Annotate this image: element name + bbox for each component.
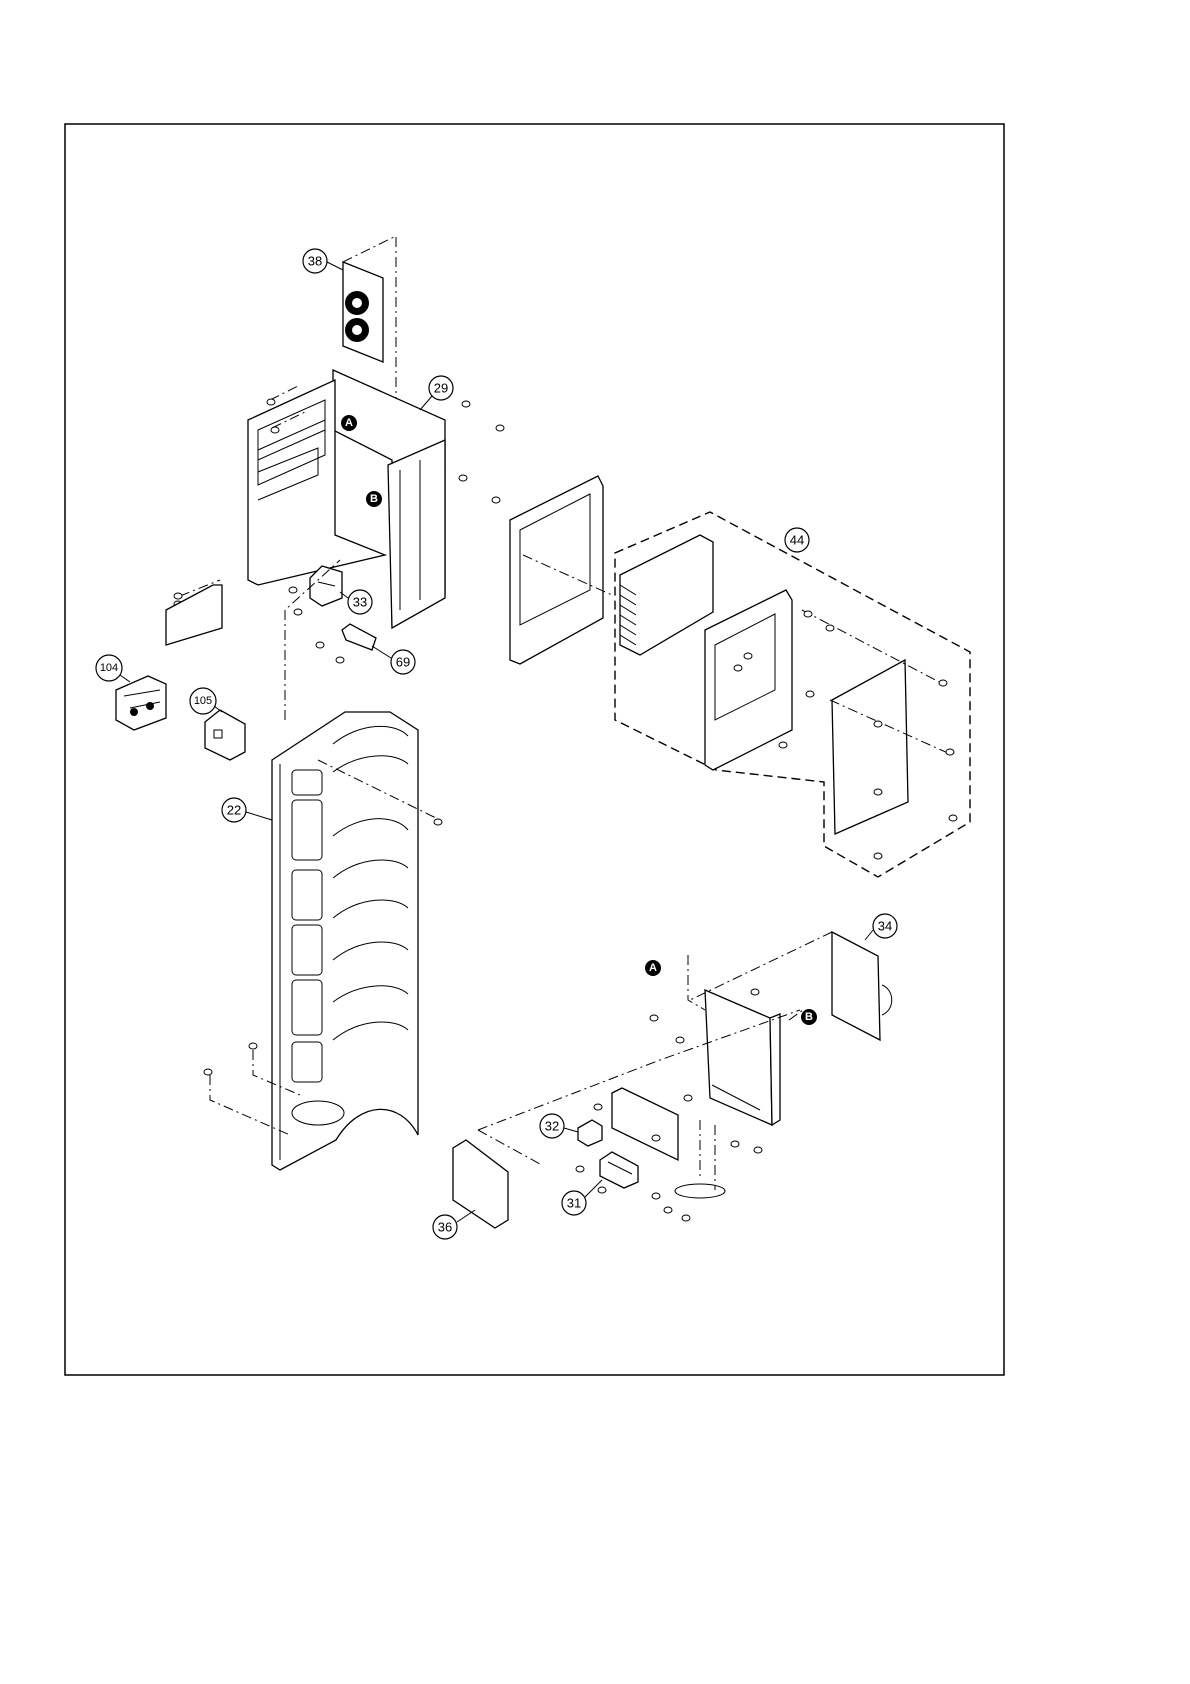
callout-29: 29: [420, 376, 453, 410]
callout-label-29: 29: [434, 381, 448, 396]
callout-label-22: 22: [227, 803, 241, 818]
screw-group-upper: [174, 399, 504, 663]
callout-label-32: 32: [545, 1119, 559, 1134]
callout-104: 104: [96, 655, 130, 682]
part-32-terminal: [578, 1120, 602, 1146]
reference-marker-a-lower: A: [645, 960, 661, 976]
reference-marker-b-upper: B: [366, 491, 382, 507]
exploded-parts-diagram: 38 29 44 33 69 104 105 22 34: [0, 0, 1100, 1555]
callout-label-34: 34: [878, 919, 892, 934]
callout-32: 32: [540, 1114, 578, 1138]
reference-label-b-upper: B: [370, 493, 378, 505]
part-36-plate: [453, 1130, 540, 1228]
callout-label-36: 36: [438, 1220, 452, 1235]
callout-44: 44: [785, 528, 809, 552]
callout-69: 69: [372, 646, 415, 674]
callout-label-69: 69: [396, 655, 410, 670]
callout-31: 31: [562, 1180, 602, 1215]
callout-label-31: 31: [567, 1196, 581, 1211]
reference-label-a-lower: A: [649, 962, 657, 974]
callout-label-104: 104: [100, 662, 118, 674]
callout-label-33: 33: [353, 595, 367, 610]
reference-label-b-lower: B: [805, 1011, 813, 1023]
part-104-contactor: [116, 676, 166, 730]
part-105-module: [205, 710, 245, 760]
reference-marker-b-lower: B: [801, 1009, 817, 1025]
callout-label-44: 44: [790, 533, 804, 548]
reference-marker-a-upper: A: [341, 415, 357, 431]
part-44-inverter-assembly: [615, 512, 970, 877]
callout-38: 38: [303, 249, 343, 273]
callout-33: 33: [340, 590, 372, 614]
control-box: [478, 955, 803, 1221]
callout-34: 34: [865, 914, 897, 940]
callout-label-38: 38: [308, 254, 322, 269]
callout-36: 36: [433, 1210, 475, 1239]
callout-22: 22: [222, 798, 272, 822]
callout-105: 105: [190, 688, 222, 714]
reference-label-a-upper: A: [345, 417, 353, 429]
frame-bracket: [510, 476, 612, 664]
part-31-terminal: [600, 1152, 638, 1188]
callout-label-105: 105: [194, 695, 212, 707]
part-69-filter: [342, 624, 376, 650]
